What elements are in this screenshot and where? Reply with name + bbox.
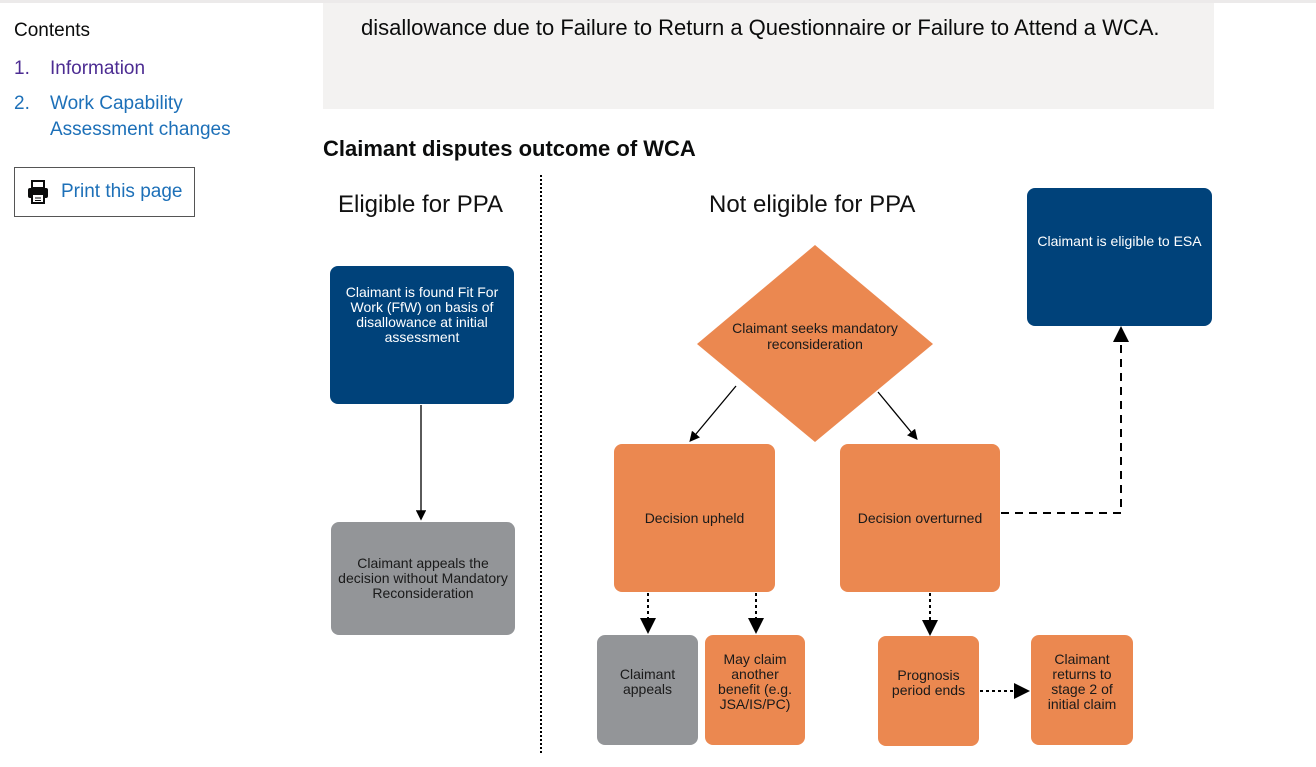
node-decision-upheld: Decision upheld xyxy=(614,444,775,592)
toc-item-information[interactable]: 1. Information xyxy=(14,56,240,82)
inset-text-block: disallowance due to Failure to Return a … xyxy=(323,3,1214,109)
node-returns-stage2: Claimant returns to stage 2 of initial c… xyxy=(1031,635,1133,745)
node-seeks-mr: Claimant seeks mandatory reconsideration xyxy=(732,320,898,352)
toc-number: 1. xyxy=(14,58,30,79)
top-border xyxy=(0,0,1316,3)
diagram-connectors xyxy=(415,175,1129,755)
toc-item-wca-changes[interactable]: 2. Work Capability Assessment changes xyxy=(14,91,240,143)
section-heading: Claimant disputes outcome of WCA xyxy=(323,136,696,161)
toc-link-wca-changes[interactable]: Work Capability Assessment changes xyxy=(50,93,231,140)
right-header: Not eligible for PPA xyxy=(709,191,916,218)
node-claimant-appeals: Claimant appeals xyxy=(597,635,698,745)
flow-diagram: Eligible for PPA Not eligible for PPA Cl… xyxy=(323,170,1214,767)
print-label: Print this page xyxy=(61,181,183,202)
node-prognosis-ends: Prognosis period ends xyxy=(878,636,979,746)
left-header: Eligible for PPA xyxy=(338,191,503,218)
node-fit-for-work: Claimant is found Fit For Work (FfW) on … xyxy=(330,266,514,404)
inset-text: disallowance due to Failure to Return a … xyxy=(361,15,1160,40)
print-button[interactable]: Print this page xyxy=(14,167,195,217)
toc-number: 2. xyxy=(14,93,30,114)
decision-diamond xyxy=(697,245,933,442)
dashed-arrow-to-esa xyxy=(1001,326,1129,514)
arrow-to-upheld xyxy=(689,385,737,442)
printer-icon xyxy=(28,180,48,204)
contents-title: Contents xyxy=(14,20,91,41)
node-eligible-esa: Claimant is eligible to ESA xyxy=(1027,188,1212,326)
node-appeal-without-mr: Claimant appeals the decision without Ma… xyxy=(331,522,515,635)
node-another-benefit: May claim another benefit (e.g. JSA/IS/P… xyxy=(705,635,805,745)
table-of-contents: 1. Information 2. Work Capability Assess… xyxy=(14,56,240,152)
node-decision-overturned: Decision overturned xyxy=(840,444,1000,592)
arrow-to-overturned xyxy=(877,391,918,441)
toc-link-information[interactable]: Information xyxy=(50,58,146,79)
